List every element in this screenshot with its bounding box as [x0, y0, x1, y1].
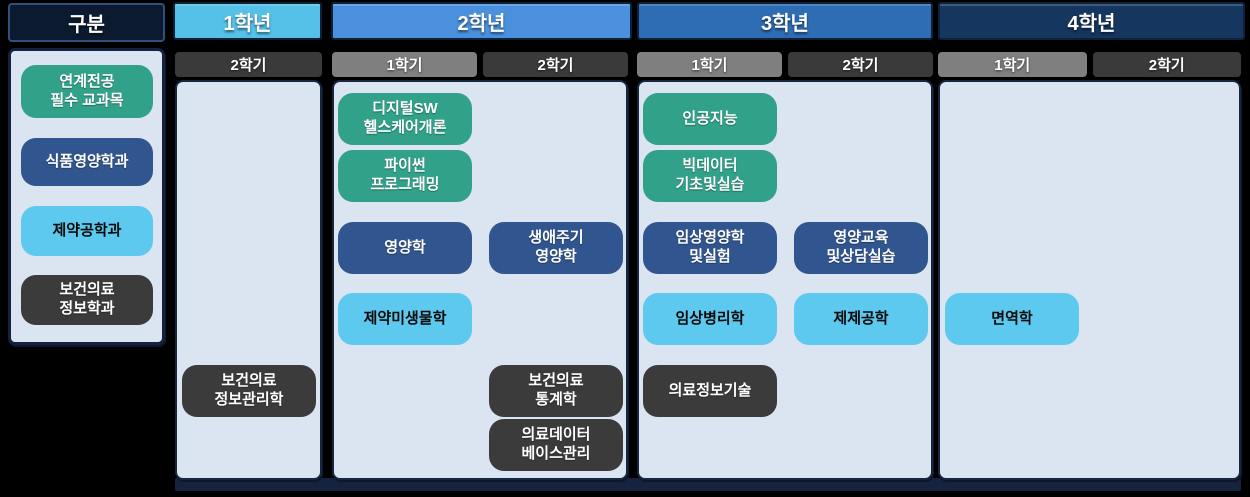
- year-header-3: 3학년: [637, 2, 933, 40]
- semester-header-y2-s2: 2학기: [483, 52, 628, 77]
- legend-item-health-medical-informatics-dept: 보건의료 정보학과: [21, 275, 153, 325]
- panel-shadow-strip: [175, 478, 1241, 491]
- course-pill-linked-major-required-course: 디지털SW 헬스케어개론: [338, 93, 472, 145]
- course-pill-health-medical-informatics-dept: 의료데이터 베이스관리: [489, 419, 623, 471]
- course-pill-health-medical-informatics-dept: 보건의료 정보관리학: [182, 365, 316, 417]
- semester-header-y3-s1: 1학기: [637, 52, 782, 77]
- course-pill-food-nutrition-dept: 영양교육 및상담실습: [794, 222, 928, 274]
- course-pill-linked-major-required-course: 파이썬 프로그래밍: [338, 150, 472, 202]
- corner-header: 구분: [8, 3, 165, 42]
- course-pill-food-nutrition-dept: 임상영양학 및실험: [643, 222, 777, 274]
- course-pill-pharmaceutical-engineering-dept: 제약미생물학: [338, 293, 472, 345]
- year-header-4: 4학년: [938, 2, 1245, 40]
- course-pill-food-nutrition-dept: 생애주기 영양학: [489, 222, 623, 274]
- semester-header-y4-s2: 2학기: [1092, 52, 1241, 77]
- year-panel-4: [938, 80, 1241, 480]
- course-pill-pharmaceutical-engineering-dept: 면역학: [945, 293, 1079, 345]
- course-pill-food-nutrition-dept: 영양학: [338, 222, 472, 274]
- year-header-2: 2학년: [331, 2, 632, 40]
- legend-item-food-nutrition-dept: 식품영양학과: [21, 138, 153, 186]
- semester-header-y4-s1: 1학기: [938, 52, 1087, 77]
- year-panel-1: [175, 80, 322, 480]
- course-pill-pharmaceutical-engineering-dept: 제제공학: [794, 293, 928, 345]
- course-pill-linked-major-required-course: 인공지능: [643, 93, 777, 145]
- semester-header-y3-s2: 2학기: [788, 52, 933, 77]
- legend-item-linked-major-required-course: 연계전공 필수 교과목: [21, 65, 153, 118]
- course-pill-pharmaceutical-engineering-dept: 임상병리학: [643, 293, 777, 345]
- semester-header-y1-s1: 2학기: [175, 52, 322, 77]
- semester-header-y2-s1: 1학기: [332, 52, 477, 77]
- course-pill-health-medical-informatics-dept: 의료정보기술: [643, 365, 777, 417]
- year-header-1: 1학년: [173, 2, 322, 40]
- course-pill-linked-major-required-course: 빅데이터 기초및실습: [643, 150, 777, 202]
- course-pill-health-medical-informatics-dept: 보건의료 통계학: [489, 365, 623, 417]
- legend-item-pharmaceutical-engineering-dept: 제약공학과: [21, 206, 153, 256]
